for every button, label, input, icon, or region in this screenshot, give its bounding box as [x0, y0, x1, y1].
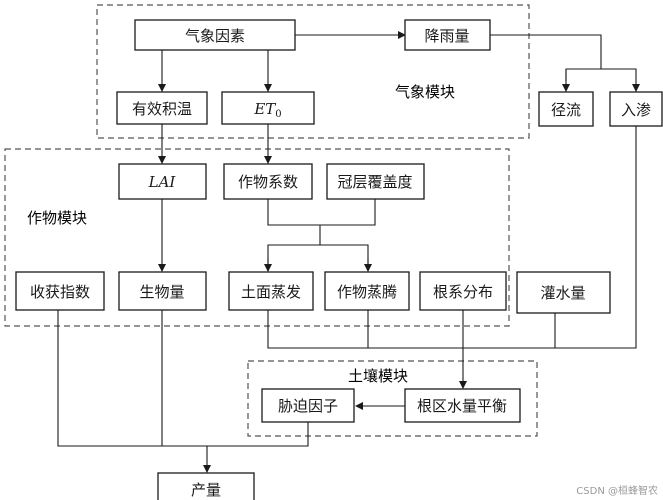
node-biomass-label: 生物量 [139, 283, 184, 301]
node-rainfall-label: 降雨量 [424, 27, 469, 45]
crop-module-label: 作物模块 [27, 209, 87, 227]
watermark: CSDN @桓蜂智农 [576, 484, 658, 497]
node-lai-label: LAI [148, 173, 177, 191]
node-infiltration [609, 91, 663, 127]
crop-module-frame [4, 148, 510, 327]
edge-harvest-down [57, 310, 207, 447]
soil-module-frame [247, 360, 538, 437]
node-crop-transpiration [324, 271, 410, 311]
node-harvest-index [15, 271, 105, 311]
node-yield-label: 产量 [191, 481, 221, 499]
node-yield [157, 472, 255, 500]
edge-infiltration-down [267, 126, 637, 349]
node-root-distribution-label: 根系分布 [433, 283, 493, 301]
node-et0 [221, 91, 315, 125]
node-runoff [538, 91, 594, 127]
node-crop-transpiration-label: 作物蒸腾 [337, 283, 397, 301]
node-stress-factor [261, 388, 355, 423]
node-accumulated-temp-label: 有效积温 [132, 100, 192, 118]
node-crop-coefficient [223, 163, 313, 200]
weather-module-label: 气象模块 [395, 83, 455, 101]
node-et0-label: ET0 [253, 100, 281, 120]
node-root-zone-balance [404, 388, 521, 423]
et0-main: ET [253, 100, 276, 118]
edge-cropcoef-down [267, 199, 376, 226]
edge-stress-down [207, 422, 309, 447]
node-canopy-cover-label: 冠层覆盖度 [337, 173, 412, 191]
node-root-zone-balance-label: 根区水量平衡 [417, 397, 507, 415]
node-soil-evaporation-label: 土面蒸发 [241, 283, 301, 301]
node-crop-coefficient-label: 作物系数 [238, 173, 298, 191]
node-weather-factors-label: 气象因素 [185, 27, 245, 45]
node-biomass [118, 271, 207, 311]
node-irrigation [516, 271, 611, 314]
node-infiltration-label: 入渗 [621, 101, 651, 119]
node-lai [118, 163, 207, 200]
connectors [57, 31, 640, 473]
node-weather-factors [134, 19, 296, 51]
edge-merge-split [267, 244, 369, 271]
node-accumulated-temp [116, 91, 208, 125]
node-harvest-index-label: 收获指数 [30, 283, 90, 301]
soil-module-label: 土壤模块 [348, 367, 408, 385]
node-irrigation-label: 灌水量 [540, 284, 585, 302]
edge-rainfall-to-runoff [565, 68, 640, 92]
node-runoff-label: 径流 [551, 101, 581, 119]
node-soil-evaporation [228, 271, 314, 311]
et0-subscript: 0 [275, 109, 281, 120]
node-canopy-cover [326, 163, 425, 200]
edge-rainfall-split [490, 34, 602, 69]
node-stress-factor-label: 胁迫因子 [278, 397, 338, 415]
node-root-distribution [419, 271, 507, 311]
node-rainfall [404, 19, 491, 51]
weather-module-frame [96, 4, 530, 139]
